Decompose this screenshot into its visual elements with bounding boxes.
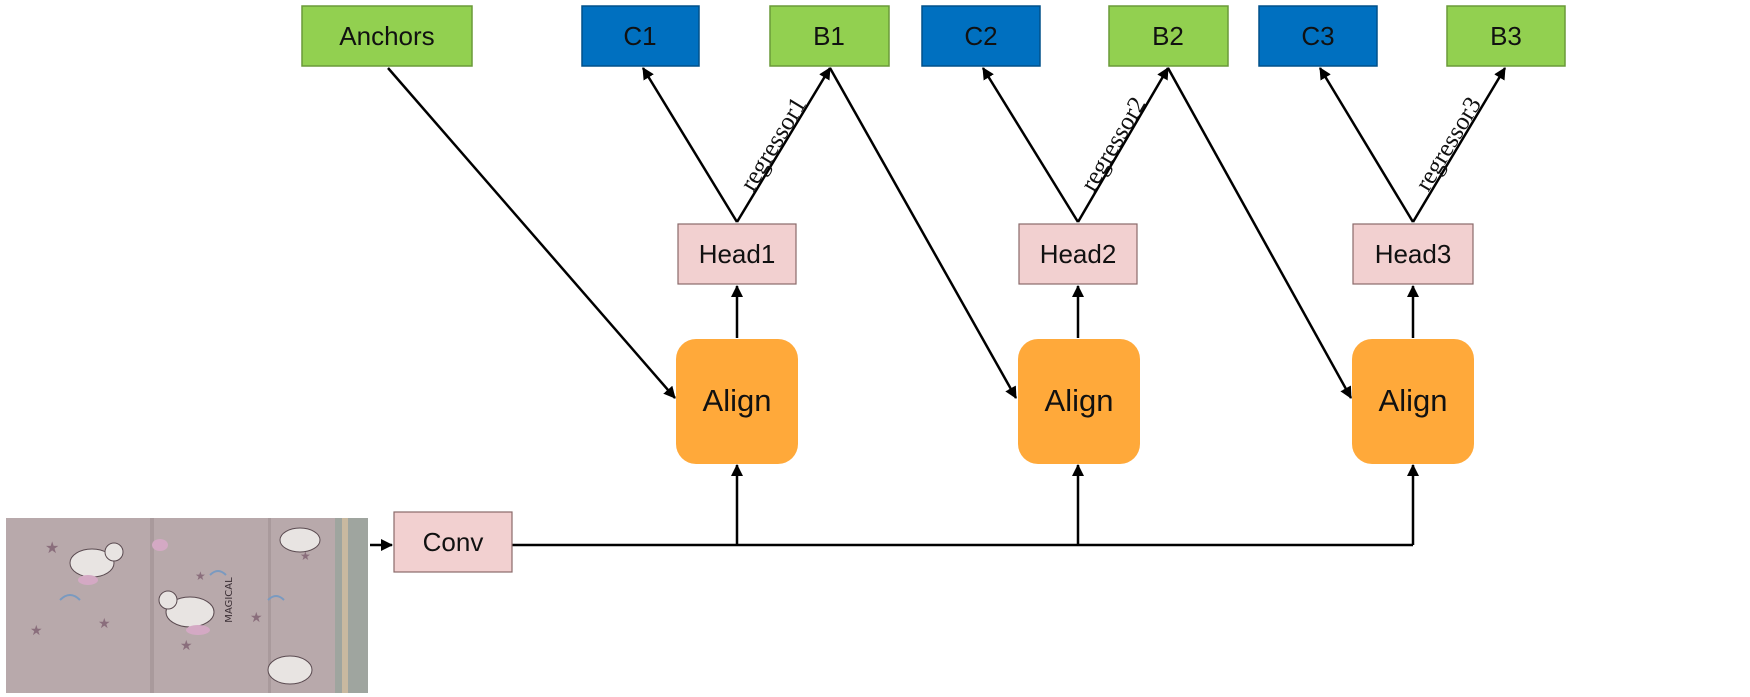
regressor3-label: regressor3 bbox=[1410, 93, 1487, 196]
conv-node: Conv bbox=[393, 511, 513, 573]
regressor2-label: regressor2 bbox=[1076, 92, 1152, 196]
edge-b1-to-align2 bbox=[828, 67, 1018, 399]
b3-node: B3 bbox=[1446, 5, 1566, 67]
c3-node: C3 bbox=[1258, 5, 1378, 67]
input-image: ★ ★ ★ ★ ★ ★ ★ MAGICAL bbox=[6, 518, 368, 693]
head2-node: Head2 bbox=[1018, 223, 1138, 285]
anchors-label: Anchors bbox=[339, 21, 434, 51]
align2-node: Align bbox=[1018, 339, 1140, 464]
anchors-node: Anchors bbox=[301, 5, 473, 67]
input-image-stamp: MAGICAL bbox=[224, 577, 235, 623]
edge-b2-to-align3 bbox=[1166, 67, 1353, 399]
svg-text:★: ★ bbox=[30, 623, 43, 639]
head2-label: Head2 bbox=[1040, 239, 1117, 269]
b1-label: B1 bbox=[813, 21, 845, 51]
c3-label: C3 bbox=[1301, 21, 1334, 51]
conv-label: Conv bbox=[423, 527, 484, 557]
edge-head1-to-b1 bbox=[735, 67, 832, 223]
b2-label: B2 bbox=[1152, 21, 1184, 51]
align3-node: Align bbox=[1352, 339, 1474, 464]
edge-head3-to-c3 bbox=[1318, 67, 1415, 223]
c2-label: C2 bbox=[964, 21, 997, 51]
svg-text:★: ★ bbox=[250, 610, 263, 626]
edge-head3-to-b3 bbox=[1411, 67, 1507, 223]
svg-text:★: ★ bbox=[195, 569, 206, 583]
edge-head2-to-b2 bbox=[1076, 67, 1170, 223]
align3-label: Align bbox=[1379, 383, 1448, 418]
c2-node: C2 bbox=[921, 5, 1041, 67]
b2-node: B2 bbox=[1108, 5, 1229, 67]
b3-label: B3 bbox=[1490, 21, 1522, 51]
svg-text:★: ★ bbox=[300, 549, 311, 563]
align2-label: Align bbox=[1045, 383, 1114, 418]
head3-label: Head3 bbox=[1375, 239, 1452, 269]
c1-node: C1 bbox=[581, 5, 700, 67]
align1-node: Align bbox=[676, 339, 798, 464]
regressor1-label: regressor1 bbox=[735, 93, 812, 196]
edge-head1-to-c1 bbox=[641, 67, 739, 223]
c1-label: C1 bbox=[623, 21, 656, 51]
svg-text:★: ★ bbox=[98, 616, 111, 632]
head1-node: Head1 bbox=[677, 223, 797, 285]
edge-anchors-to-align1 bbox=[387, 67, 676, 399]
edge-head2-to-c2 bbox=[981, 67, 1080, 223]
head1-label: Head1 bbox=[699, 239, 776, 269]
head3-node: Head3 bbox=[1352, 223, 1474, 285]
svg-text:★: ★ bbox=[180, 638, 193, 654]
b1-node: B1 bbox=[769, 5, 890, 67]
svg-text:★: ★ bbox=[45, 538, 59, 557]
align1-label: Align bbox=[703, 383, 772, 418]
